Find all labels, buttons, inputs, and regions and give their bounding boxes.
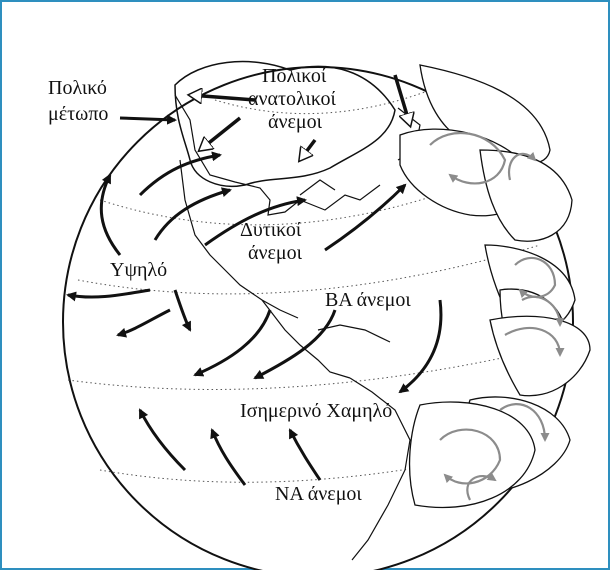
- label-westerlies-1: Δυτικοί: [240, 219, 302, 241]
- polar-front-pointer: [120, 118, 175, 120]
- label-equatorial-low: Ισημερινό Χαμηλό: [240, 400, 392, 422]
- label-polar-easterlies-2: ανατολικοί: [248, 88, 337, 110]
- label-westerlies-2: άνεμοι: [248, 242, 303, 264]
- label-polar-easterlies-3: άνεμοι: [268, 111, 323, 133]
- label-se-trades: ΝΑ άνεμοι: [275, 483, 362, 505]
- label-polar-front-1: Πολικό: [48, 77, 107, 99]
- label-ne-trades: ΒΑ άνεμοι: [325, 289, 411, 311]
- label-high: Υψηλό: [110, 259, 167, 281]
- label-polar-front-2: μέτωπο: [48, 103, 108, 125]
- label-polar-easterlies-1: Πολικοί: [262, 65, 327, 87]
